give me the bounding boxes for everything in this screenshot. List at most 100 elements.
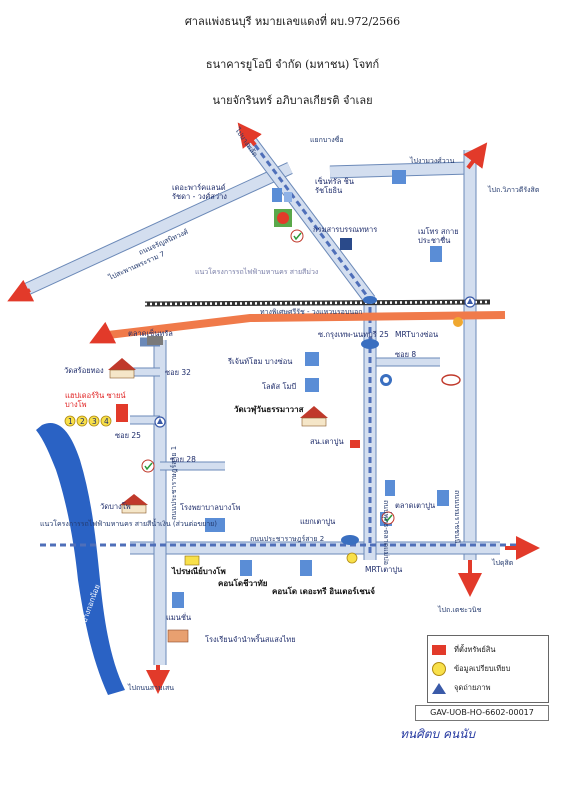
property-marker <box>116 404 128 422</box>
esso-logo-icon <box>441 374 461 386</box>
label-taopoon-market: ตลาดเตาปูน <box>395 501 435 510</box>
label-central: เซ็นทรัล ชินรัชโยธิน <box>315 176 354 195</box>
defendant-line: นายจักรินทร์ อภิบาลเกียรติ จำเลย <box>212 94 373 107</box>
circle-num-4: 4 <box>104 417 109 426</box>
building-icon-regent <box>305 352 319 366</box>
signature: ทนศิตบ คนนับ <box>400 727 476 741</box>
road-label-dusit-dir: ไปดุสิต <box>491 558 514 567</box>
label-mrt-taopoon: MRTเตาปูน <box>365 565 402 574</box>
check-marker-2 <box>141 459 155 473</box>
ptt-logo-icon <box>350 440 360 448</box>
canal-river <box>36 423 125 695</box>
mrt-station-tower-icon <box>363 296 377 304</box>
label-condo-2: คอนโด เดอะทรี อินเตอร์เชนจ์ <box>272 586 375 596</box>
shell-logo-icon <box>453 317 463 327</box>
building-icon-condo2 <box>300 560 312 576</box>
comparison-circles: 1 2 3 4 <box>64 415 112 427</box>
legend-comparison: ข้อมูลเปรียบเทียบ <box>432 661 510 677</box>
road-label-expressway: ทางพิเศษศรีรัช - วงแหวนรอบนอก <box>260 308 363 316</box>
road-label-vibhavadi-dir: ไปถ.วิภาวดีรังสิต <box>487 185 540 194</box>
legend-property: ที่ตั้งทรัพย์สิน <box>432 642 496 658</box>
label-school: โรงเรียนจำนำพริ้นสแสงไทย <box>205 634 296 644</box>
label-soi32: ซอย 32 <box>165 368 191 377</box>
photo-point-icons <box>154 296 476 428</box>
expressway-orange <box>107 311 506 339</box>
building-icon-metro <box>430 246 442 262</box>
label-property: แฮปเดอร์ริน ซายน์บางโพ <box>65 391 126 409</box>
post-office-icon <box>184 555 200 566</box>
label-soi25: ซอย 25 <box>115 431 141 440</box>
lotus-logo-icon <box>380 374 392 386</box>
building-icon-govt <box>340 238 352 250</box>
circle-num-3: 3 <box>92 417 97 426</box>
legend-comparison-label: ข้อมูลเปรียบเทียบ <box>454 664 511 673</box>
building-icon-condo1 <box>240 560 252 576</box>
label-wat-saithong: วัดสร้อยทอง <box>64 366 104 375</box>
label-wat-kwan: วัดเวฬุวันธรรมาวาส <box>234 404 304 415</box>
building-icon-taopoon-tower <box>437 490 449 506</box>
railway-line <box>144 299 491 307</box>
label-hospital: โรงพยาบาลบางโพ <box>180 503 240 512</box>
label-wat-bangpho: วัดบางโพ <box>100 502 131 511</box>
label-mrt-bangson: MRTบางซ่อน <box>395 330 438 339</box>
arrow-to-bangplat <box>237 122 262 149</box>
road-label-thewet-dir: ไปถ.เตชะวนิช <box>437 605 482 614</box>
blue-triangle-icon <box>432 682 446 694</box>
fortune-logo-icon <box>274 209 292 227</box>
temple-icon-saithong <box>108 358 136 379</box>
label-taopoon-intersection: แยกเตาปูน <box>300 517 335 526</box>
label-post-office: ไปรษณีย์บางโพ <box>171 566 226 576</box>
yellow-circle-icon <box>432 662 446 676</box>
arrow-to-expressway <box>89 321 117 344</box>
circle-num-2: 2 <box>80 417 85 426</box>
map-legend: ที่ตั้งทรัพย์สิน ข้อมูลเปรียบเทียบ จุดถ่… <box>427 635 549 703</box>
road-label-fortune: แยกบางซื่อ <box>310 135 344 144</box>
school-icon <box>167 629 189 643</box>
road-label-mrt-blue-1: แนวโครงการรถไฟฟ้ามหานคร สายสีน้ำเงิน (ส่… <box>40 517 217 528</box>
building-icon-parkland <box>272 188 292 202</box>
label-ptt: สน.เตาปูน <box>310 437 344 446</box>
temple-icon-bangpho <box>120 494 148 514</box>
plaintiff-line: ธนาคารยูโอบี จำกัด (มหาชน) โจทก์ <box>205 58 380 71</box>
building-icon-soi-tower <box>385 480 395 496</box>
legend-photo: จุดถ่ายภาพ <box>432 680 491 696</box>
legend-photo-label: จุดถ่ายภาพ <box>454 683 491 692</box>
document-code: GAV-UOB-HO-6602-00017 <box>415 705 549 721</box>
court-case-line: ศาลแพ่งธนบุรี หมายเลขแดงที่ ผบ.972/2566 <box>184 15 401 28</box>
temple-icon-kwan <box>300 406 328 427</box>
road-label-pracharat1: ถนนประชาราษฎร์สาย 1 <box>170 446 178 520</box>
building-icon-hospital <box>205 518 225 532</box>
label-govt: กรมสารบรรณทหาร <box>313 225 377 234</box>
road-label-wongsawang-dir: ไปงามวงศ์วาน <box>409 156 455 165</box>
mrt-station-taopoon-icon <box>341 535 359 545</box>
label-parkland: เดอะพาร์คแลนด์รัชดา - วงศ์สว่าง <box>172 183 227 201</box>
road-label-pracharat2: ถนนประชาราษฎร์สาย 2 <box>250 535 324 543</box>
check-marker-1 <box>290 229 304 243</box>
label-mansion: แมนชั่น <box>166 612 191 622</box>
label-regent: รีเจ้นท์โฮม บางซ่อน <box>227 357 292 366</box>
check-marker-3 <box>381 511 395 525</box>
arrow-to-rama7 <box>7 279 35 302</box>
label-condo-1: คอนโดชีวาทัย <box>218 578 268 588</box>
building-icon-central <box>392 170 406 184</box>
mrt-station-bangson-icon <box>361 339 379 349</box>
market-icon <box>147 336 163 345</box>
building-icon-lotus <box>305 378 319 392</box>
comparison-circle-taopoon <box>346 552 358 564</box>
building-icon-mansion <box>172 592 184 608</box>
label-market: ตลาดเซ็นทรัล <box>128 328 173 338</box>
road-label-mrt-purple: แนวโครงการรถไฟฟ้ามหานคร สายสีม่วง <box>195 267 318 276</box>
legend-property-label: ที่ตั้งทรัพย์สิน <box>454 645 496 654</box>
label-soi8: ซอย 8 <box>395 350 416 359</box>
label-soi-pracha: ซ.กรุงเทพ-นนทบุรี 25 <box>318 330 389 339</box>
label-soi28: ซอย 28 <box>170 455 196 464</box>
road-label-right-vertical: ถนนบรมราชชนนี <box>453 490 461 544</box>
road-label-samsen-dir: ไปถนนสามเสน <box>127 683 174 692</box>
label-metro: เมโทร สกายประชาชื่น <box>418 227 459 245</box>
mrt-purple-dashed <box>253 144 372 555</box>
road-label-taopoon-vert: ถนนพุทธ-ตลาดแม่ปอ <box>382 500 390 565</box>
arrow-to-wongsawang <box>463 142 488 170</box>
circle-num-1: 1 <box>68 417 73 426</box>
red-square-icon <box>432 645 446 655</box>
